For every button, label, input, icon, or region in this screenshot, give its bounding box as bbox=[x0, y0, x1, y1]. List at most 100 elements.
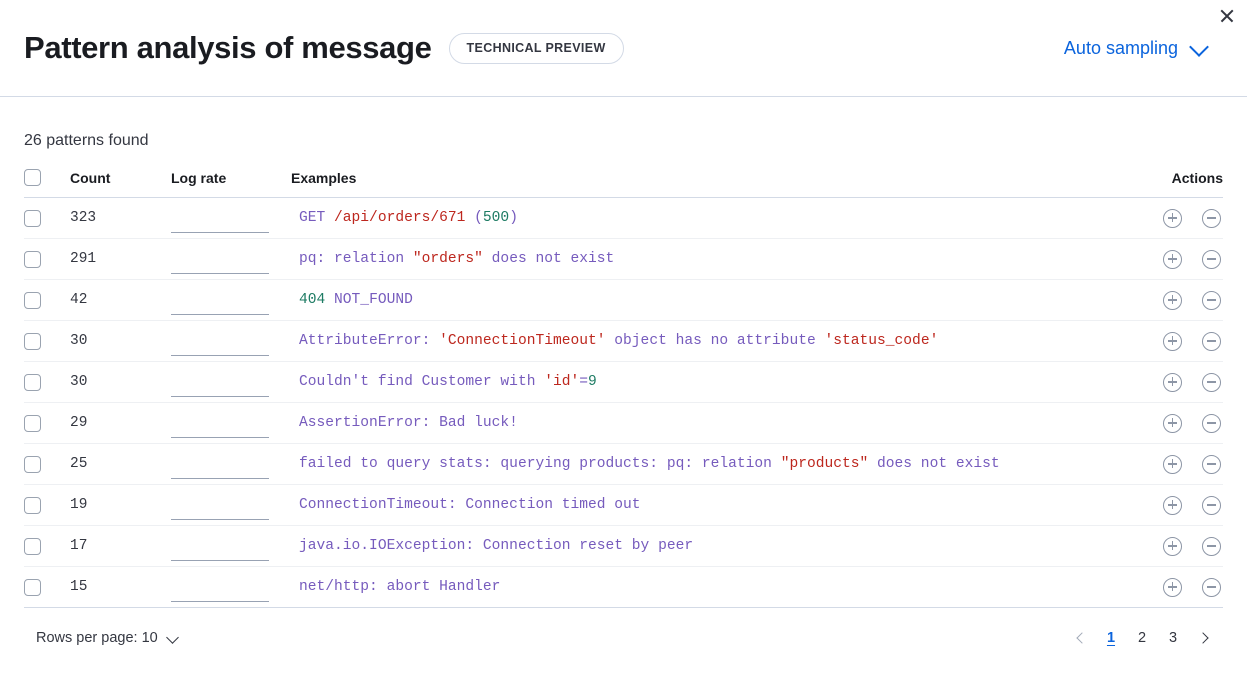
minus-in-circle-icon[interactable] bbox=[1202, 413, 1221, 433]
example-message: 404 NOT_FOUND bbox=[291, 279, 1131, 321]
icon-stroke bbox=[1171, 541, 1174, 551]
row-checkbox[interactable] bbox=[24, 250, 41, 268]
minus-in-circle-icon[interactable] bbox=[1202, 208, 1221, 228]
example-message: GET /api/orders/671 (500) bbox=[291, 197, 1131, 239]
row-checkbox[interactable] bbox=[24, 578, 41, 596]
example-token: does not exist bbox=[868, 456, 1000, 472]
pagination-page-3[interactable]: 3 bbox=[1168, 630, 1178, 646]
column-header-log-rate[interactable]: Log rate bbox=[171, 169, 291, 198]
column-header-count[interactable]: Count bbox=[70, 169, 171, 198]
minus-in-circle-icon[interactable] bbox=[1202, 372, 1221, 392]
chevron-down-icon[interactable] bbox=[166, 631, 181, 646]
plus-in-circle-icon[interactable] bbox=[1163, 290, 1182, 310]
header-left-group: Pattern analysis of message TECHNICAL PR… bbox=[24, 30, 624, 66]
row-actions bbox=[1131, 238, 1223, 280]
minus-in-circle-icon[interactable] bbox=[1202, 290, 1221, 310]
example-token: "orders" bbox=[412, 251, 483, 267]
column-header-examples[interactable]: Examples bbox=[291, 169, 1131, 198]
icon-stroke bbox=[1206, 258, 1216, 260]
example-token: AttributeError: bbox=[299, 333, 440, 349]
row-checkbox[interactable] bbox=[24, 414, 41, 432]
minus-in-circle-icon[interactable] bbox=[1202, 249, 1221, 269]
plus-in-circle-icon[interactable] bbox=[1163, 495, 1182, 515]
example-token: "products" bbox=[780, 456, 869, 472]
icon-stroke bbox=[1171, 295, 1174, 305]
example-token: ) bbox=[509, 210, 518, 226]
minus-in-circle-icon[interactable] bbox=[1202, 454, 1221, 474]
auto-sampling-button[interactable]: Auto sampling bbox=[1063, 37, 1178, 58]
chevron-down-icon[interactable] bbox=[1189, 37, 1211, 59]
row-select-cell bbox=[24, 443, 70, 485]
minus-in-circle-icon[interactable] bbox=[1202, 331, 1221, 351]
minus-in-circle-icon[interactable] bbox=[1202, 577, 1221, 597]
log-rate-sparkline bbox=[171, 367, 269, 397]
row-actions bbox=[1131, 361, 1223, 403]
pagination-page-1[interactable]: 1 bbox=[1106, 630, 1116, 646]
row-checkbox[interactable] bbox=[24, 373, 41, 391]
example-token: failed to query stats: querying products… bbox=[299, 456, 781, 472]
close-icon[interactable] bbox=[1214, 3, 1240, 29]
example-message: Couldn't find Customer with 'id'=9 bbox=[291, 361, 1131, 403]
count-value: 29 bbox=[70, 402, 171, 444]
example-token: NOT_FOUND bbox=[325, 292, 413, 308]
pagination: 1 2 3 bbox=[1067, 625, 1223, 651]
rows-per-page-selector[interactable]: Rows per page: 10 bbox=[24, 630, 181, 646]
row-checkbox[interactable] bbox=[24, 332, 41, 350]
table-row[interactable]: 30 Couldn't find Customer with 'id'=9 bbox=[24, 361, 1223, 403]
log-rate-cell bbox=[171, 525, 291, 567]
select-all-checkbox[interactable] bbox=[24, 169, 41, 186]
row-checkbox[interactable] bbox=[24, 455, 41, 473]
row-checkbox[interactable] bbox=[24, 291, 41, 309]
row-actions bbox=[1131, 525, 1223, 567]
row-checkbox[interactable] bbox=[24, 209, 41, 227]
pagination-next-button[interactable] bbox=[1191, 625, 1217, 651]
panel-body: 26 patterns found Count Log rate Example… bbox=[0, 97, 1247, 651]
plus-in-circle-icon[interactable] bbox=[1163, 536, 1182, 556]
log-rate-cell bbox=[171, 402, 291, 444]
example-message: java.io.IOException: Connection reset by… bbox=[291, 525, 1131, 567]
log-rate-sparkline bbox=[171, 285, 269, 315]
count-value: 30 bbox=[70, 361, 171, 403]
row-actions bbox=[1131, 402, 1223, 444]
table-row[interactable]: 29 AssertionError: Bad luck! bbox=[24, 402, 1223, 444]
table-header-row: Count Log rate Examples Actions bbox=[24, 169, 1223, 198]
plus-in-circle-icon[interactable] bbox=[1163, 577, 1182, 597]
example-token: does not exist bbox=[482, 251, 615, 267]
icon-stroke bbox=[1206, 586, 1216, 588]
plus-in-circle-icon[interactable] bbox=[1163, 208, 1182, 228]
plus-in-circle-icon[interactable] bbox=[1163, 413, 1182, 433]
rows-per-page-label: Rows per page: 10 bbox=[36, 630, 158, 646]
count-value: 15 bbox=[70, 566, 171, 608]
minus-in-circle-icon[interactable] bbox=[1202, 536, 1221, 556]
icon-stroke bbox=[1206, 422, 1216, 424]
row-checkbox[interactable] bbox=[24, 496, 41, 514]
log-rate-sparkline bbox=[171, 531, 269, 561]
plus-in-circle-icon[interactable] bbox=[1163, 454, 1182, 474]
example-token: AssertionError: Bad luck! bbox=[299, 415, 518, 431]
pagination-previous-button[interactable] bbox=[1067, 625, 1093, 651]
plus-in-circle-icon[interactable] bbox=[1163, 249, 1182, 269]
minus-in-circle-icon[interactable] bbox=[1202, 495, 1221, 515]
row-actions bbox=[1131, 197, 1223, 239]
example-token: Couldn't find Customer with bbox=[299, 374, 545, 390]
row-select-cell bbox=[24, 279, 70, 321]
icon-stroke bbox=[1171, 377, 1174, 387]
icon-stroke bbox=[1171, 582, 1174, 592]
plus-in-circle-icon[interactable] bbox=[1163, 331, 1182, 351]
plus-in-circle-icon[interactable] bbox=[1163, 372, 1182, 392]
row-checkbox[interactable] bbox=[24, 537, 41, 555]
row-select-cell bbox=[24, 320, 70, 362]
example-token: ConnectionTimeout: Connection timed out bbox=[299, 497, 641, 513]
table-row[interactable]: 15 net/http: abort Handler bbox=[24, 566, 1223, 608]
row-select-cell bbox=[24, 402, 70, 444]
example-message: net/http: abort Handler bbox=[291, 566, 1131, 608]
icon-stroke bbox=[1206, 299, 1216, 301]
pagination-page-2[interactable]: 2 bbox=[1137, 630, 1147, 646]
